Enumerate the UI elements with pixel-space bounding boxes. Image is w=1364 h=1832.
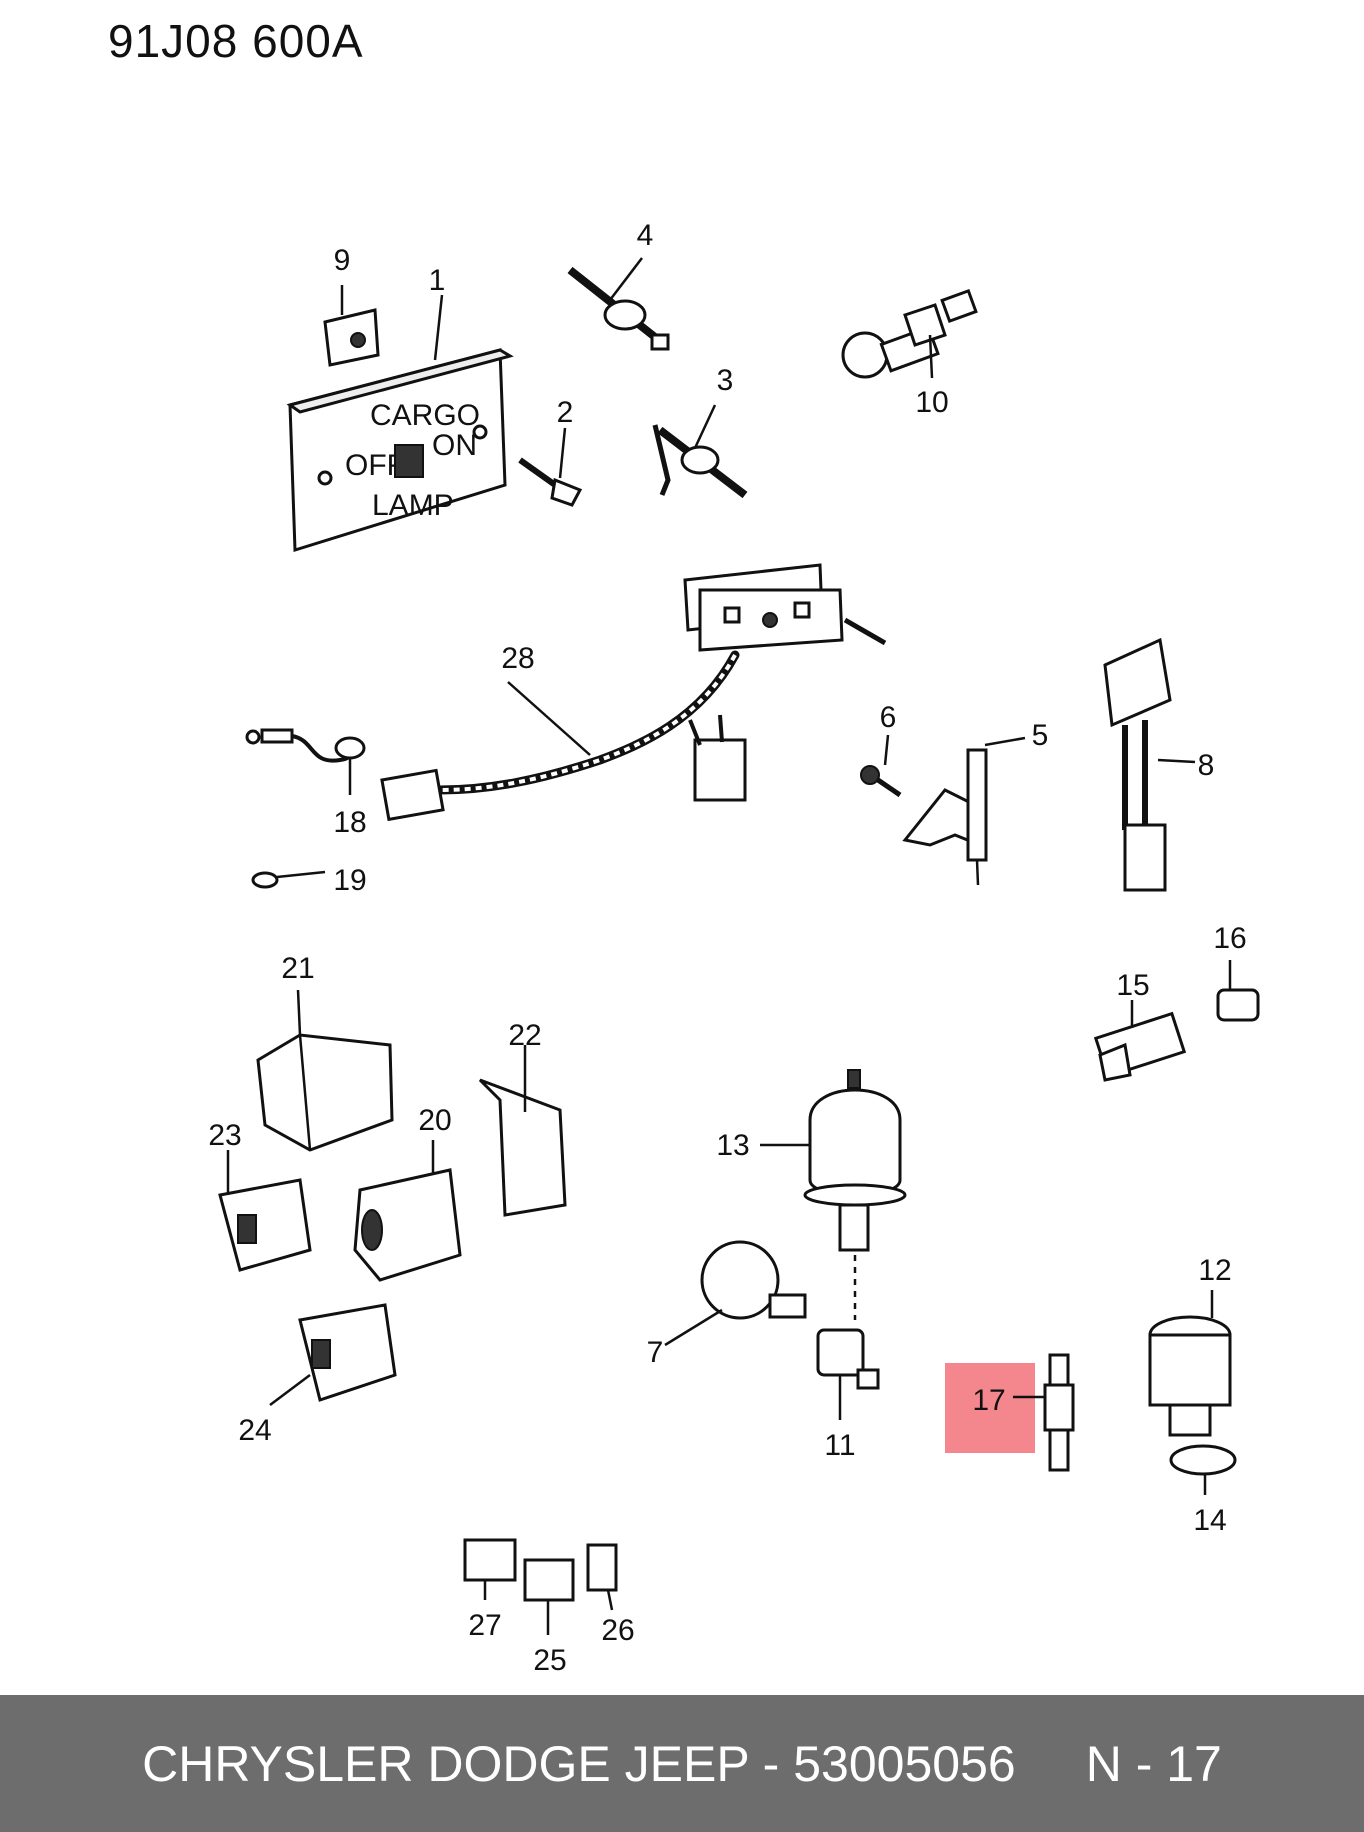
callout-27: 27 — [468, 1609, 501, 1642]
callout-3: 3 — [717, 364, 734, 397]
callout-22: 22 — [508, 1019, 541, 1052]
callout-25: 25 — [533, 1644, 566, 1677]
sender-12 — [1148, 1315, 1232, 1437]
bracket-22 — [478, 1078, 567, 1217]
callout-15: 15 — [1116, 969, 1149, 1002]
callout-23: 23 — [208, 1119, 241, 1152]
cap-16 — [1216, 988, 1260, 1022]
panel-label-on: ON — [432, 429, 477, 462]
callout-2: 2 — [557, 396, 574, 429]
sender-13 — [803, 1069, 907, 1320]
switch-24 — [298, 1303, 397, 1402]
diagram-code: 91J08 600A — [108, 15, 364, 67]
terminal-19 — [251, 870, 326, 889]
callout-26: 26 — [601, 1614, 634, 1647]
callout-4: 4 — [637, 219, 654, 252]
panel-clip — [323, 308, 380, 367]
callout-9: 9 — [334, 244, 351, 277]
lever-switch-3 — [652, 424, 748, 499]
callout-14: 14 — [1193, 1504, 1226, 1537]
sender-17-highlight — [945, 1353, 1075, 1472]
footer-bar: CHRYSLER DODGE JEEP - 53005056 N - 17 — [0, 1695, 1364, 1832]
panel-label-lamp: LAMP — [372, 489, 454, 522]
footer-part-number: CHRYSLER DODGE JEEP - 53005056 — [142, 1735, 1016, 1792]
callout-8: 8 — [1198, 749, 1215, 782]
sensor-7 — [700, 1240, 807, 1320]
callout-13: 13 — [716, 1129, 749, 1162]
oring-14 — [1169, 1444, 1237, 1476]
callout-18: 18 — [333, 806, 366, 839]
relay-21 — [256, 1033, 394, 1152]
callout-21: 21 — [281, 952, 314, 985]
switch-23 — [218, 1178, 312, 1272]
panel-label-cargo: CARGO — [370, 399, 480, 432]
switch-20 — [353, 1168, 462, 1282]
bracket-switch-5 — [902, 748, 988, 886]
screw — [518, 457, 583, 507]
cargo-lamp-panel: CARGO OFF ON LAMP — [286, 348, 514, 553]
gasket-26 — [586, 1543, 618, 1592]
callout-28: 28 — [501, 642, 534, 675]
relay-8 — [1103, 637, 1172, 892]
callout-17: 17 — [972, 1384, 1005, 1417]
callout-24: 24 — [238, 1414, 271, 1447]
callout-5: 5 — [1032, 719, 1049, 752]
callout-19: 19 — [333, 864, 366, 897]
parts-diagram: CARGO OFF ON LAMP — [208, 219, 1260, 1677]
pigtail-18 — [245, 728, 366, 763]
callout-labels: 1234567891011121314151617181920212223242… — [208, 219, 1246, 1677]
callout-1: 1 — [429, 264, 446, 297]
plunger-switch-4 — [567, 266, 670, 351]
callout-11: 11 — [824, 1429, 855, 1462]
sensor-10 — [841, 288, 978, 379]
callout-12: 12 — [1198, 1254, 1231, 1287]
wiring-harness — [380, 563, 844, 822]
footer-reference: N - 17 — [1085, 1735, 1222, 1792]
callout-16: 16 — [1213, 922, 1246, 955]
screw-6 — [860, 765, 902, 798]
callout-20: 20 — [418, 1104, 451, 1137]
switch-15 — [1093, 1011, 1187, 1082]
callout-6: 6 — [880, 701, 897, 734]
switch-25 — [523, 1558, 575, 1602]
callout-7: 7 — [647, 1336, 664, 1369]
callout-10: 10 — [915, 386, 948, 419]
highlight-box — [945, 1363, 1035, 1453]
adapter-11 — [816, 1328, 880, 1390]
switch-27 — [463, 1538, 517, 1582]
